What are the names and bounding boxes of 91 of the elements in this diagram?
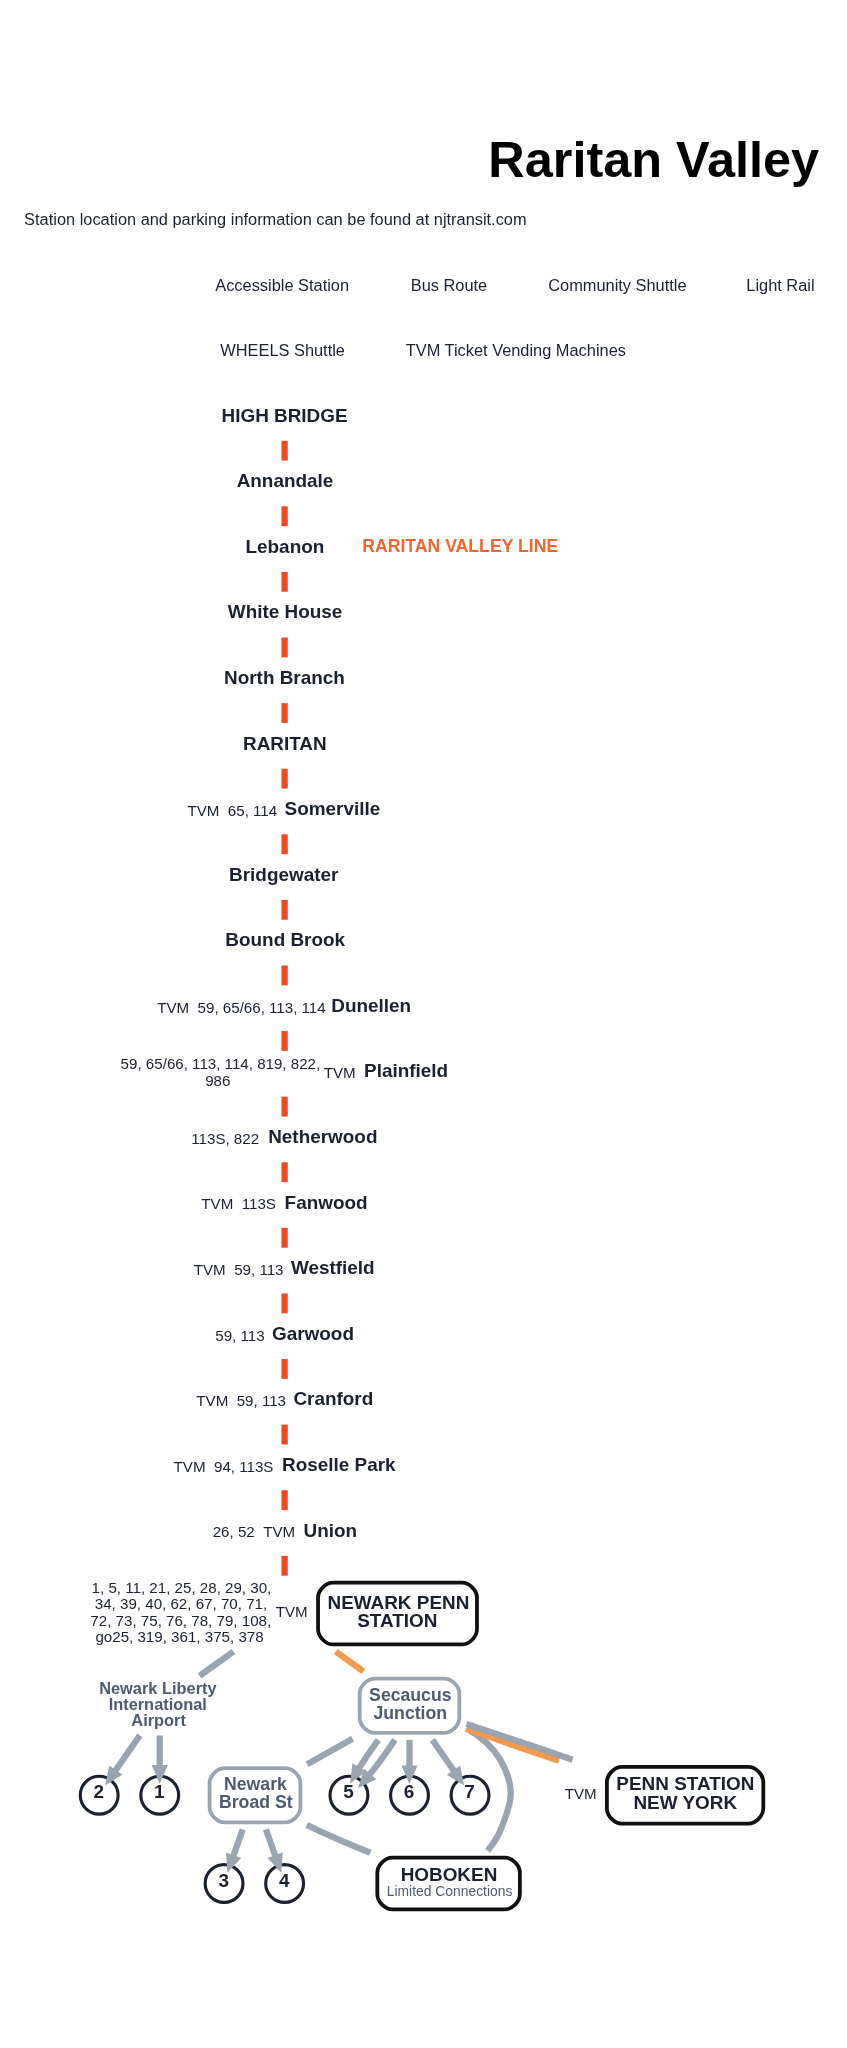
- node-text: Netherwood: [267, 1125, 377, 1147]
- node-label: 59, 65/66, 113, 114, 819, 822, 986: [120, 1054, 320, 1089]
- diagram-title: Raritan Valley: [487, 130, 819, 188]
- connector: [464, 1720, 574, 1763]
- node-label: TVM: [173, 1457, 206, 1475]
- arrow: [400, 1739, 418, 1784]
- node-label: 65, 114: [227, 801, 277, 819]
- connector: [280, 1489, 288, 1510]
- node-circle: 5: [327, 1774, 369, 1816]
- arrow: [349, 1737, 381, 1783]
- node-text: Plainfield: [363, 1059, 448, 1081]
- node-text: Roselle Park: [281, 1453, 396, 1475]
- node-label: TVM: [156, 998, 189, 1016]
- connector: [280, 1555, 288, 1576]
- node-label: TVM: [323, 1063, 356, 1081]
- node-circle: 1: [138, 1774, 180, 1816]
- arrow: [429, 1737, 464, 1785]
- node-box: HOBOKEN Limited Connections: [374, 1855, 522, 1911]
- connector: [280, 440, 288, 461]
- node-label: TVM: [193, 1260, 226, 1278]
- node-text: Garwood: [271, 1322, 354, 1344]
- node-circle: 6: [388, 1774, 430, 1816]
- node-label: 59, 113: [214, 1326, 265, 1344]
- connector: [464, 1725, 560, 1764]
- connector: [280, 571, 288, 592]
- node-label: TVM: [275, 1602, 308, 1620]
- label: Station location and parking information can be found at njtransit.com: [23, 209, 527, 228]
- legend-label: Bus Route: [410, 275, 487, 294]
- node-text: Bound Brook: [224, 928, 345, 950]
- connector: [280, 1292, 288, 1313]
- node-text: HIGH BRIDGE: [221, 404, 348, 426]
- node-box: Secaucus Junction: [357, 1676, 461, 1735]
- connector: [305, 1735, 354, 1767]
- node-label: 59, 113: [233, 1260, 283, 1278]
- arrow: [151, 1734, 168, 1784]
- arrow: [225, 1827, 246, 1873]
- node-box: NEWARK PENN STATION: [315, 1580, 479, 1646]
- node-text: White House: [227, 600, 342, 622]
- node-label: TVM: [262, 1522, 295, 1540]
- node-label: TVM: [200, 1194, 233, 1212]
- node-text: Union: [303, 1519, 357, 1541]
- legend-label: Light Rail: [745, 275, 815, 294]
- node-label: 26, 52: [212, 1522, 255, 1540]
- node-label: TVM: [564, 1784, 597, 1802]
- node-circle: 4: [263, 1862, 305, 1904]
- legend-label: WHEELS Shuttle: [219, 340, 345, 359]
- node-text: Dunellen: [330, 994, 411, 1016]
- connector: [280, 768, 288, 789]
- node-text: Lebanon: [245, 535, 324, 557]
- connector: [333, 1648, 365, 1674]
- connector: [280, 965, 288, 985]
- connector: [280, 702, 288, 723]
- connector: [280, 1227, 288, 1248]
- node-label: TVM: [195, 1391, 228, 1409]
- node-label: 59, 65/66, 113, 114: [197, 998, 326, 1016]
- node-text: Westfield: [290, 1256, 375, 1278]
- node-label: 1, 5, 11, 21, 25, 28, 29, 30, 34, 39, 40, 62, 67, 70, 71, 72, 73, 75, 76, 78, 79, 108, go25, 319, 361, 375, 378: [89, 1578, 271, 1645]
- node-text: Fanwood: [284, 1191, 368, 1213]
- legend-label: Community Shuttle: [547, 275, 687, 294]
- node-label: 113S: [241, 1194, 276, 1212]
- node-text: RARITAN: [242, 732, 327, 754]
- connector: [304, 1821, 372, 1856]
- node-text: Bridgewater: [228, 863, 338, 885]
- connector: [280, 1161, 288, 1182]
- node-label: 113S, 822: [190, 1129, 259, 1147]
- node-label: 94, 113S: [213, 1457, 273, 1475]
- node-box: PENN STATION NEW YORK: [604, 1764, 765, 1825]
- node-circle: 7: [449, 1774, 491, 1816]
- node-circle: 3: [203, 1862, 245, 1904]
- node-text: Cranford: [292, 1387, 373, 1409]
- connector: [280, 899, 288, 920]
- connector: [280, 1096, 288, 1116]
- connector: [197, 1648, 235, 1678]
- label: RARITAN VALLEY LINE: [361, 535, 558, 556]
- arrow: [262, 1827, 283, 1873]
- node-circle: 2: [78, 1774, 120, 1816]
- node-text: Newark Liberty International Airport: [98, 1678, 217, 1729]
- legend-label: Accessible Station: [214, 275, 349, 294]
- node-text: North Branch: [223, 666, 345, 688]
- node-text: Annandale: [236, 469, 333, 491]
- node-label: 59, 113: [236, 1391, 286, 1409]
- legend-label: TVM Ticket Vending Machines: [405, 340, 626, 359]
- node-label: TVM: [186, 801, 219, 819]
- connector: [280, 505, 288, 526]
- arrow: [104, 1733, 142, 1785]
- connector: [280, 833, 288, 854]
- node-text: Somerville: [284, 797, 380, 819]
- connector: [280, 1358, 288, 1379]
- connector: [280, 1030, 288, 1051]
- node-box: Newark Broad St: [207, 1765, 302, 1824]
- arrow: [357, 1737, 397, 1788]
